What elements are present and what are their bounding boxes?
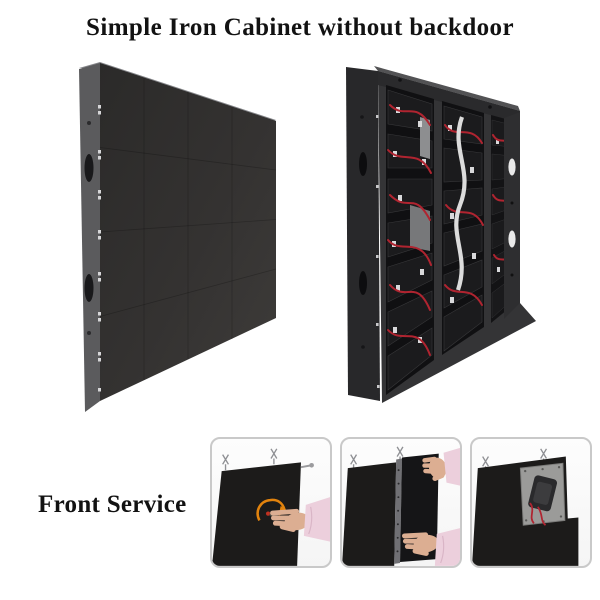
rail-cutouts bbox=[508, 158, 516, 248]
cabinet-front-face bbox=[100, 63, 276, 401]
back-edge-latch-marks bbox=[376, 115, 380, 388]
front-cabinet-figure bbox=[79, 62, 277, 412]
hand-top bbox=[422, 456, 447, 482]
back-side-handle-slots bbox=[359, 115, 367, 349]
corner-screw bbox=[300, 462, 314, 469]
pcb-modules-middle bbox=[443, 105, 483, 352]
led-module-seams bbox=[99, 77, 277, 380]
open-module-bay bbox=[519, 462, 566, 526]
cabinet-side-panel bbox=[79, 63, 100, 412]
hand-bottom bbox=[402, 532, 439, 556]
led-panel bbox=[342, 462, 397, 566]
power-supply-box bbox=[410, 205, 430, 251]
back-top-edge bbox=[374, 66, 520, 111]
white-ribbon-cable bbox=[454, 116, 467, 291]
shirt-sleeve-top bbox=[443, 447, 460, 486]
side-handle-slots bbox=[84, 121, 94, 335]
service-step-1-unlock-module bbox=[210, 437, 332, 568]
back-top-bar bbox=[378, 71, 520, 123]
front-service-label: Front Service bbox=[38, 491, 187, 518]
bay-wires bbox=[529, 502, 547, 526]
service-step-3-open-bay bbox=[470, 437, 592, 568]
shirt-sleeve bbox=[303, 497, 330, 542]
edge-latch-marks bbox=[98, 105, 101, 392]
back-side-bar bbox=[346, 67, 380, 401]
right-rail bbox=[504, 112, 520, 319]
receiving-card bbox=[420, 117, 430, 159]
service-step-2-remove-module bbox=[340, 437, 462, 568]
module-edge-strip bbox=[394, 458, 402, 564]
hand bbox=[270, 508, 310, 533]
hanging-clip-icon bbox=[222, 448, 278, 471]
psu-unit bbox=[528, 475, 558, 512]
back-cabinet-figure bbox=[346, 66, 536, 403]
product-title: Simple Iron Cabinet without backdoor bbox=[86, 14, 514, 41]
shirt-sleeve-bottom bbox=[434, 528, 460, 566]
